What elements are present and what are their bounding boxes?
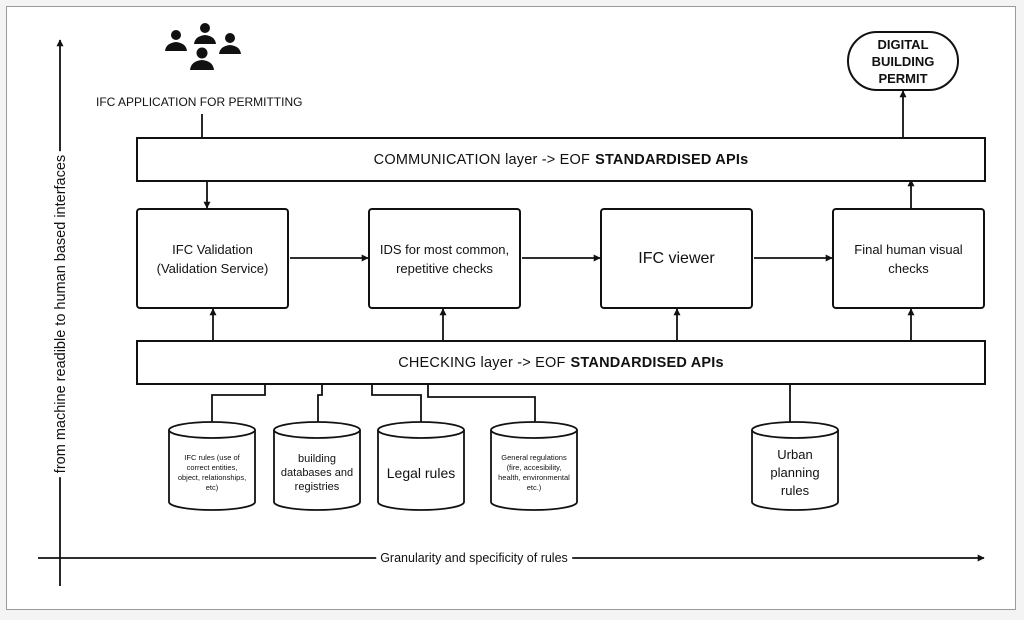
communication-layer-text: COMMUNICATION layer -> EOF xyxy=(373,151,591,168)
source-urban-planning-label: Urban planning rules xyxy=(770,447,820,498)
cylinder-general-regulations xyxy=(490,421,578,511)
cylinder-urban-planning xyxy=(751,421,839,511)
source-legal-rules-label: Legal rules xyxy=(386,465,456,481)
cylinder-legal-rules xyxy=(377,421,465,511)
checking-layer-text: CHECKING layer -> EOF xyxy=(398,354,566,371)
source-general-regulations-label: General regulations (fire, accesibility,… xyxy=(498,453,570,492)
y-axis-label: from machine readible to human based int… xyxy=(53,150,69,478)
arrow-regulations-to-checking xyxy=(424,373,536,423)
step-ifc-viewer: IFC viewer xyxy=(600,208,753,309)
step-ifc-validation: IFC Validation (Validation Service) xyxy=(136,208,289,309)
users-group-icon xyxy=(165,23,241,70)
step-ids-checks: IDS for most common, repetitive checks xyxy=(368,208,521,309)
application-label: IFC APPLICATION FOR PERMITTING xyxy=(96,95,303,109)
digital-building-permit: DIGITAL BUILDING PERMIT xyxy=(847,31,959,91)
source-ifc-rules-label: IFC rules (use of correct entities, obje… xyxy=(177,453,247,492)
cylinder-building-databases xyxy=(273,421,361,511)
checking-layer-apis: STANDARDISED APIs xyxy=(570,354,724,371)
x-axis-label: Granularity and specificity of rules xyxy=(376,551,572,565)
communication-layer-apis: STANDARDISED APIs xyxy=(595,151,749,168)
step-final-visual-checks: Final human visual checks xyxy=(832,208,985,309)
source-building-databases-label: building databases and registries xyxy=(280,453,354,493)
cylinder-ifc-rules xyxy=(168,421,256,511)
